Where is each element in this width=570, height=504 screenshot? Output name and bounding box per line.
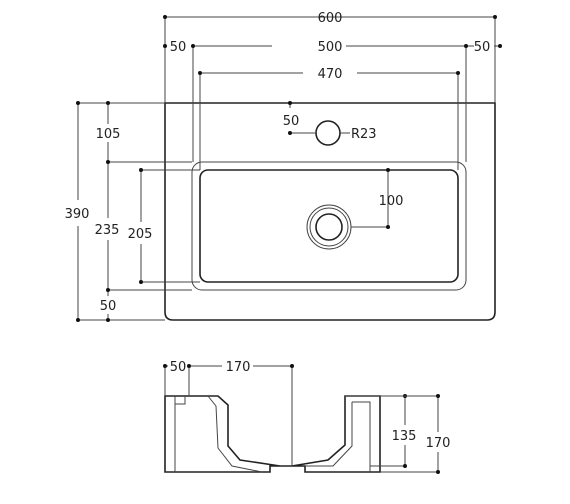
label-bowl-depth: 135 [392,429,417,444]
label-tap-offset: 50 [283,114,300,129]
dim-tap: 50 R23 [283,101,377,142]
dim-waste: 100 [351,168,403,229]
label-rim-offset: 50 [170,360,187,375]
dim-depth-235: 105 235 50 [95,101,192,322]
label-waste-position: 170 [226,360,251,375]
top-view [164,102,496,321]
label-overall-height: 170 [426,436,451,451]
dim-width-470: 470 [198,67,460,170]
waste-inner [315,213,343,241]
waste-outer [306,204,352,250]
label-rear-margin: 105 [96,127,121,142]
label-width-500: 500 [318,40,343,55]
label-depth-235: 235 [95,223,120,238]
dim-bowl-depth: 135 [345,394,416,468]
side-view [164,395,381,473]
dim-depth-390: 390 [65,101,165,322]
label-tap-radius: R23 [351,127,377,142]
dim-width-600: 600 [163,11,497,103]
dim-depth-205: 205 [128,168,200,284]
waste-mid [309,207,349,247]
label-margin-right: 50 [474,40,491,55]
basin-outline [164,102,496,321]
dim-width-500: 50 500 50 [163,40,502,162]
side-rim-notch [175,396,186,405]
label-waste-offset: 100 [379,194,404,209]
label-margin-left: 50 [170,40,187,55]
label-width-600: 600 [318,11,343,26]
label-depth-390: 390 [65,207,90,222]
label-width-470: 470 [318,67,343,82]
label-front-margin: 50 [100,299,117,314]
bowl-outer [191,161,467,291]
bowl-inner [199,169,459,283]
dim-side-horizontal: 50 170 [163,360,294,466]
dim-overall-height: 170 [380,394,450,474]
side-outline [164,395,381,473]
tap-hole [315,120,341,146]
side-inner-wall [174,395,371,473]
label-depth-205: 205 [128,227,153,242]
